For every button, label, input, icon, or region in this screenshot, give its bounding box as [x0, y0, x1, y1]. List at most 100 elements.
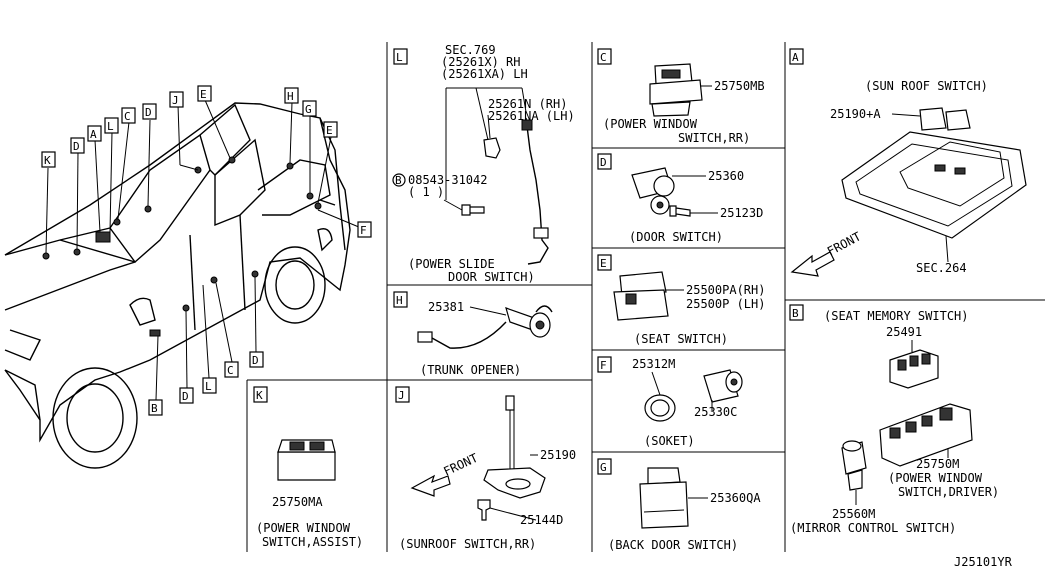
callout-C: C	[121, 107, 136, 124]
bolt-icon	[461, 204, 485, 216]
section-tag-K: K	[256, 389, 263, 402]
section-H: H 25381 (TRUNK OPENER)	[393, 291, 553, 377]
pn-25360: 25360	[708, 169, 744, 183]
section-tag-H: H	[396, 294, 403, 307]
svg-text:A: A	[90, 128, 97, 141]
section-F: F 25312M 25330C (SOKET)	[597, 356, 743, 448]
pn-25381: 25381	[428, 300, 464, 314]
svg-text:C: C	[227, 364, 234, 377]
pn-25360qa: 25360QA	[710, 491, 761, 505]
callout-B: B	[148, 399, 163, 416]
caption-pw-rr-2: SWITCH,RR)	[678, 131, 750, 145]
callout-K: K	[41, 151, 56, 168]
svg-text:L: L	[205, 380, 212, 393]
callout-C: C	[224, 361, 239, 378]
pn-25312m: 25312M	[632, 357, 675, 371]
caption-pw-assist-1: (POWER WINDOW	[256, 521, 351, 535]
svg-text:K: K	[44, 154, 51, 167]
vehicle-illustration: K D A L C D J E H G E F B D L C D	[4, 85, 372, 469]
caption-sunroof-rr: (SUNROOF SWITCH,RR)	[399, 537, 536, 551]
pn-25261n: 25261N (RH)	[488, 97, 567, 111]
caption-trunk-opener: (TRUNK OPENER)	[420, 363, 521, 377]
overhead-console	[841, 131, 1027, 239]
ref-sec769: SEC.769	[445, 43, 496, 57]
pn-25123d: 25123D	[720, 206, 763, 220]
caption-power-slide-2: DOOR SWITCH)	[448, 270, 535, 284]
socket-cap	[644, 394, 676, 422]
caption-mirror-control: (MIRROR CONTROL SWITCH)	[790, 521, 956, 535]
section-tag-E: E	[600, 257, 607, 270]
caption-pw-assist-2: SWITCH,ASSIST)	[262, 535, 363, 549]
section-C: C 25750MB (POWER WINDOW SWITCH,RR)	[597, 48, 765, 145]
callout-A: A	[87, 125, 102, 142]
callout-D: D	[70, 137, 85, 154]
section-tag-C: C	[600, 51, 607, 64]
pn-25500pa: 25500PA(RH)	[686, 283, 765, 297]
callout-D: D	[179, 387, 194, 404]
section-tag-A: A	[792, 51, 799, 64]
section-L: L SEC.769 (25261X) RH (25261XA) LH 25261…	[392, 43, 575, 284]
caption-door-switch: (DOOR SWITCH)	[629, 230, 723, 244]
svg-text:G: G	[305, 103, 312, 116]
pn-25750ma: 25750MA	[272, 495, 323, 509]
seat-memory-switch	[889, 349, 939, 389]
caption-pw-driver-1: (POWER WINDOW	[888, 471, 983, 485]
section-A: A (SUN ROOF SWITCH) 25190+A FRONT SEC.26…	[789, 48, 1027, 277]
svg-text:D: D	[73, 140, 80, 153]
section-tag-D: D	[600, 156, 607, 169]
section-tag-B: B	[792, 307, 799, 320]
section-tag-G: G	[600, 461, 607, 474]
front-label: FRONT	[825, 229, 863, 258]
callout-L: L	[202, 377, 217, 394]
callout-J: J	[169, 91, 184, 108]
section-B: B (SEAT MEMORY SWITCH) 25491 25750M (POW…	[789, 304, 999, 535]
bolt-marker-B: B	[395, 174, 402, 187]
screw-icon	[477, 499, 491, 521]
ref-25261xa: (25261XA) LH	[441, 67, 528, 81]
door-switch	[631, 167, 675, 215]
callout-E: E	[323, 121, 338, 138]
ref-sec264: SEC.264	[916, 261, 967, 275]
vehicle-callouts: K D A L C D J E H G E F B D L C D	[41, 85, 372, 416]
slide-door-switch	[483, 137, 501, 159]
back-door-switch	[639, 467, 689, 529]
svg-text:F: F	[360, 224, 367, 237]
svg-text:B: B	[151, 402, 158, 415]
pn-25560m: 25560M	[832, 507, 875, 521]
callout-G: G	[302, 100, 317, 117]
svg-text:D: D	[145, 106, 152, 119]
pn-25261na: 25261NA (LH)	[488, 109, 575, 123]
svg-text:E: E	[326, 124, 333, 137]
pn-25750mb: 25750MB	[714, 79, 765, 93]
pn-25491: 25491	[886, 325, 922, 339]
caption-seat-switch: (SEAT SWITCH)	[634, 332, 728, 346]
section-E: E 25500PA(RH) 25500P (LH) (SEAT SWITCH)	[597, 254, 765, 346]
section-D: D 25360 25123D (DOOR SWITCH)	[597, 153, 763, 244]
caption-power-slide-1: (POWER SLIDE	[408, 257, 495, 271]
drawing-id: J25101YR	[954, 555, 1013, 569]
pn-25144d: 25144D	[520, 513, 563, 527]
section-tag-F: F	[600, 359, 607, 372]
door-switch-screw	[669, 205, 691, 217]
pn-25500p: 25500P (LH)	[686, 297, 765, 311]
section-tag-J: J	[398, 389, 405, 402]
svg-text:J: J	[172, 94, 179, 107]
caption-back-door-switch: (BACK DOOR SWITCH)	[608, 538, 738, 552]
front-arrow	[410, 474, 451, 497]
callout-L: L	[104, 117, 119, 134]
caption-seat-memory: (SEAT MEMORY SWITCH)	[824, 309, 969, 323]
callout-E: E	[197, 85, 212, 102]
svg-text:L: L	[107, 120, 114, 133]
front-arrow	[790, 251, 835, 277]
power-window-switch-rr	[649, 63, 703, 117]
callout-F: F	[357, 221, 372, 238]
pn-25190a: 25190+A	[830, 107, 881, 121]
pn-25190: 25190	[540, 448, 576, 462]
pn-08543-31042: 08543-31042	[408, 173, 487, 187]
sunroof-rr-switch	[483, 395, 546, 499]
svg-text:H: H	[287, 90, 294, 103]
pn-25330c: 25330C	[694, 405, 737, 419]
svg-text:C: C	[124, 110, 131, 123]
caption-socket: (SOKET)	[644, 434, 695, 448]
